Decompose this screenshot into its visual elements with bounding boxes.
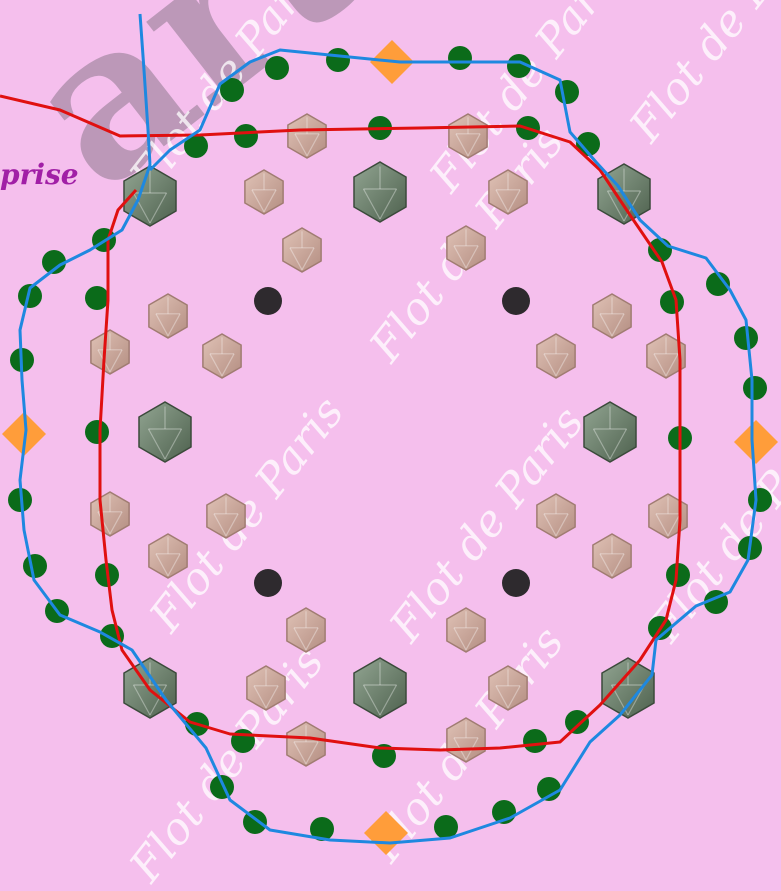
rose-crystal-bead bbox=[593, 534, 631, 578]
rose-crystal-bead bbox=[149, 534, 187, 578]
dark-crystal-bead bbox=[602, 658, 654, 718]
green-seed-bead bbox=[448, 46, 472, 70]
green-seed-bead bbox=[748, 488, 772, 512]
black-bead bbox=[502, 569, 530, 597]
rose-crystal-bead bbox=[489, 666, 527, 710]
green-seed-bead bbox=[565, 710, 589, 734]
green-seed-bead bbox=[743, 376, 767, 400]
rose-crystal-bead bbox=[537, 334, 575, 378]
rose-crystal-bead bbox=[283, 228, 321, 272]
rose-crystal-bead bbox=[207, 494, 245, 538]
rose-crystal-bead bbox=[203, 334, 241, 378]
rose-crystal-bead bbox=[149, 294, 187, 338]
orange-bead bbox=[734, 420, 778, 464]
rose-crystal-bead bbox=[447, 226, 485, 270]
blue-outline bbox=[20, 14, 756, 843]
rose-crystal-bead bbox=[593, 294, 631, 338]
orange-bead bbox=[364, 811, 408, 855]
green-seed-bead bbox=[85, 286, 109, 310]
rose-crystal-bead bbox=[287, 722, 325, 766]
green-seed-bead bbox=[326, 48, 350, 72]
black-bead bbox=[254, 569, 282, 597]
green-seed-bead bbox=[210, 775, 234, 799]
green-seed-bead bbox=[234, 124, 258, 148]
rose-crystal-bead bbox=[489, 170, 527, 214]
rose-crystal-bead bbox=[537, 494, 575, 538]
green-seed-bead bbox=[231, 729, 255, 753]
dark-crystal-bead bbox=[584, 402, 636, 462]
green-seed-bead bbox=[23, 554, 47, 578]
green-seed-bead bbox=[555, 80, 579, 104]
rose-crystal-bead bbox=[447, 718, 485, 762]
rose-crystal-bead bbox=[288, 114, 326, 158]
rose-crystal-bead bbox=[447, 608, 485, 652]
dark-crystal-bead bbox=[139, 402, 191, 462]
rose-crystal-bead bbox=[287, 608, 325, 652]
green-seed-bead bbox=[523, 729, 547, 753]
rose-crystal-bead bbox=[91, 330, 129, 374]
rose-crystal-bead bbox=[245, 170, 283, 214]
black-bead bbox=[254, 287, 282, 315]
rose-crystal-bead bbox=[91, 492, 129, 536]
green-seed-bead bbox=[265, 56, 289, 80]
rose-crystal-bead bbox=[247, 666, 285, 710]
green-seed-bead bbox=[660, 290, 684, 314]
green-seed-bead bbox=[85, 420, 109, 444]
rose-crystal-bead bbox=[449, 114, 487, 158]
dark-crystal-bead bbox=[354, 162, 406, 222]
black-bead bbox=[502, 287, 530, 315]
bead-pattern-diagram bbox=[0, 0, 781, 861]
dark-crystal-bead bbox=[354, 658, 406, 718]
